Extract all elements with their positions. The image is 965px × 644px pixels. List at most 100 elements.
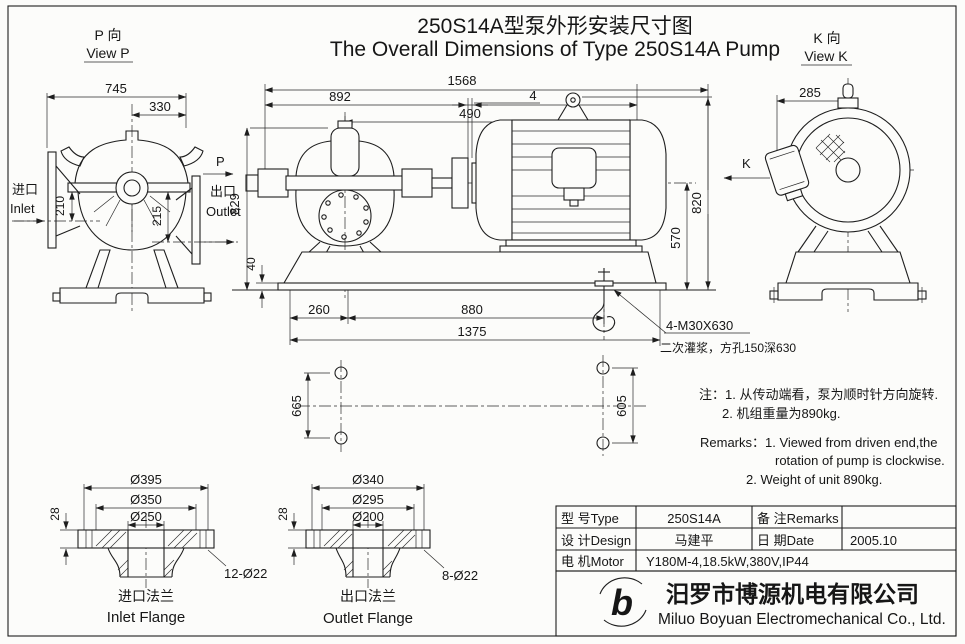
motor-shaft-end — [835, 157, 861, 183]
inlet-flange-detail: Ø395 Ø350 Ø250 — [48, 472, 267, 626]
inlet-label-en: Inlet — [10, 201, 35, 216]
motor-pedestal — [785, 251, 911, 284]
inlet-caption-en: Inlet Flange — [107, 609, 185, 626]
anchor-bolt-washer — [594, 280, 614, 287]
note-en-2: rotation of pump is clockwise. — [775, 453, 945, 468]
company-block: b 汨罗市博源机电有限公司 Miluo Boyuan Electromechan… — [555, 570, 957, 637]
dim-570: 570 — [668, 227, 683, 249]
motor-value: Y180M-4,18.5kW,380V,IP44 — [646, 554, 809, 569]
design-value: 马建平 — [674, 533, 713, 548]
dim-829: 829 — [227, 193, 242, 215]
pump-bearing-left — [257, 168, 289, 198]
drawing-title: 250S14A型泵外形安装尺寸图 The Overall Dimensions … — [330, 15, 780, 61]
motor-front-bell — [475, 119, 513, 241]
view-p-label-en: View P — [86, 45, 129, 61]
outlet-flange-plate-section — [305, 529, 431, 549]
note-en-1: Remarks：1. Viewed from driven end,the — [700, 435, 937, 450]
inlet-dim-thk: 28 — [48, 507, 62, 521]
dim-1375: 1375 — [458, 324, 487, 339]
dim-40: 40 — [244, 257, 258, 271]
dim-285: 285 — [799, 85, 821, 100]
inlet-flange-plate — [47, 151, 57, 249]
p-direction-mark: P — [216, 154, 225, 169]
outlet-caption-en: Outlet Flange — [323, 610, 413, 627]
pedestal-base-k — [777, 282, 919, 301]
note-zh-2: 2. 机组重量为890kg. — [722, 406, 841, 421]
pump-upper-casing — [74, 130, 189, 184]
inlet-hatch — [95, 529, 198, 578]
type-label: 型 号Type — [561, 511, 619, 526]
dim-820: 820 — [689, 192, 704, 214]
motor-terminal-box — [551, 147, 597, 189]
view-k-label-en: View K — [804, 48, 848, 64]
pump-bearing-right — [401, 168, 433, 198]
plan-view: 665 605 — [289, 355, 648, 456]
outlet-caption-zh: 出口法兰 — [340, 588, 396, 604]
dim-745: 745 — [105, 81, 127, 96]
dim-215: 215 — [150, 206, 164, 226]
design-label: 设 计Design — [561, 533, 631, 548]
pump-split-flange-side — [285, 175, 405, 191]
date-label: 日 期Date — [757, 533, 814, 548]
note-zh-1: 注：1. 从传动端看，泵为顺时针方向旋转. — [699, 387, 938, 402]
pump-lug-right — [179, 146, 204, 167]
anchor-note: 4-M30X630 — [666, 318, 733, 333]
date-value: 2005.10 — [850, 533, 897, 548]
inlet-label-zh: 进口 — [12, 182, 38, 197]
dim-330: 330 — [149, 99, 171, 114]
k-direction-mark: K — [742, 156, 751, 171]
inlet-flange-plate-section — [77, 529, 215, 549]
suction-flange-circle — [318, 189, 372, 243]
company-name-en: Miluo Boyuan Electromechanical Co., Ltd. — [658, 611, 946, 628]
pedestal-leg-left — [85, 249, 111, 289]
outlet-holes: 8-Ø22 — [442, 568, 478, 583]
outlet-flange-detail: Ø340 Ø295 Ø200 — [276, 472, 478, 627]
outlet-dim-bc: Ø295 — [352, 492, 384, 507]
outlet-dim-thk: 28 — [276, 507, 290, 521]
foundation-bolt-hole — [334, 431, 348, 445]
note-en-3: 2. Weight of unit 890kg. — [746, 472, 882, 487]
pump-volute — [295, 189, 395, 247]
anchor-bolt-hook — [592, 286, 616, 332]
sheet-border — [7, 5, 957, 637]
remarks-label: 备 注Remarks — [757, 511, 839, 526]
nameplate-hatch — [815, 133, 846, 163]
dim-210: 210 — [53, 196, 67, 216]
view-p: P 向 View P 745 330 进口 Inlet — [10, 27, 241, 312]
outlet-flange-plate — [191, 175, 201, 265]
main-view: 1568 892 490 4 — [227, 73, 796, 355]
lifting-eye — [565, 92, 581, 108]
pump-top-cap — [330, 127, 360, 177]
view-p-label-zh: P 向 — [95, 27, 122, 43]
anchor-note-leader — [613, 289, 667, 334]
pump-bearing-outer — [115, 171, 149, 205]
company-logo-letter: b — [611, 582, 633, 623]
company-name-zh: 汨罗市博源机电有限公司 — [666, 581, 919, 607]
dim-1568: 1568 — [448, 73, 477, 88]
motor-label: 电 机Motor — [561, 554, 625, 569]
grout-note: 二次灌浆，方孔150深630 — [660, 340, 796, 355]
foundation-bolt-hole — [596, 361, 610, 375]
outlet-label-zh: 出口 — [210, 184, 236, 199]
dim-490: 490 — [459, 106, 481, 121]
bedplate — [283, 251, 657, 284]
dim-892: 892 — [329, 89, 351, 104]
outlet-hatch — [323, 529, 416, 578]
inlet-holes: 12-Ø22 — [224, 566, 267, 581]
title-zh: 250S14A型泵外形安装尺寸图 — [417, 15, 692, 38]
outlet-dim-bore: Ø200 — [352, 509, 384, 524]
dim-880: 880 — [461, 302, 483, 317]
outlet-dim-od: Ø340 — [352, 472, 384, 487]
inlet-dim-bore: Ø250 — [130, 509, 162, 524]
foundation-bolt-hole — [334, 366, 348, 380]
pedestal-leg-right — [153, 249, 179, 289]
inlet-dim-od: Ø395 — [130, 472, 162, 487]
view-k-label-zh: K 向 — [813, 30, 840, 46]
inlet-caption-zh: 进口法兰 — [118, 588, 174, 604]
foundation-bolt-hole — [596, 436, 610, 450]
company-logo: b — [599, 577, 647, 627]
motor-rear-bell — [629, 119, 667, 241]
dim-4: 4 — [529, 88, 536, 103]
